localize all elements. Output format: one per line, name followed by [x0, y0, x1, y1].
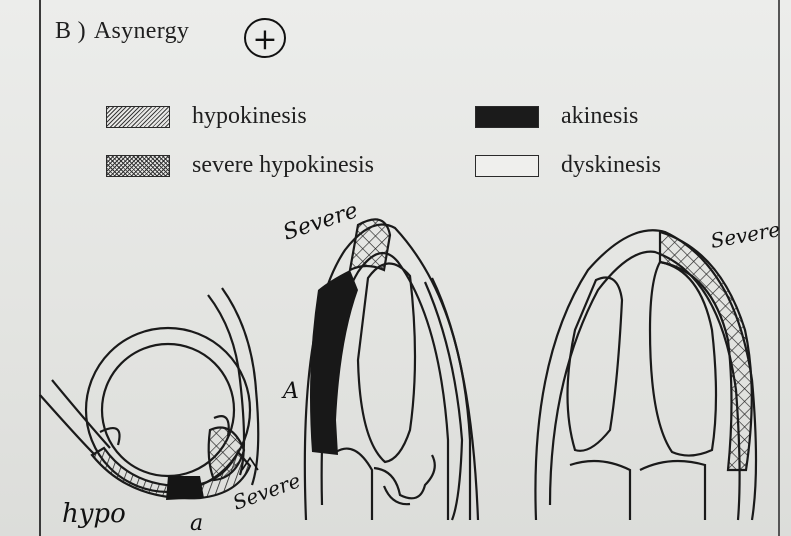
grade-mark: + — [245, 19, 285, 57]
annotation-a-middle: A — [281, 379, 299, 404]
annotation-severe-top-left: Severe — [280, 198, 361, 246]
short-axis-view — [40, 288, 258, 500]
annotation-a-bottom: a — [190, 511, 203, 536]
long-axis-view — [305, 219, 478, 520]
grade-note: + — [252, 22, 277, 57]
annotation-hypo: hypo — [62, 499, 126, 529]
apical-view — [535, 230, 756, 520]
annotation-severe-top-right: Severe — [709, 217, 782, 253]
